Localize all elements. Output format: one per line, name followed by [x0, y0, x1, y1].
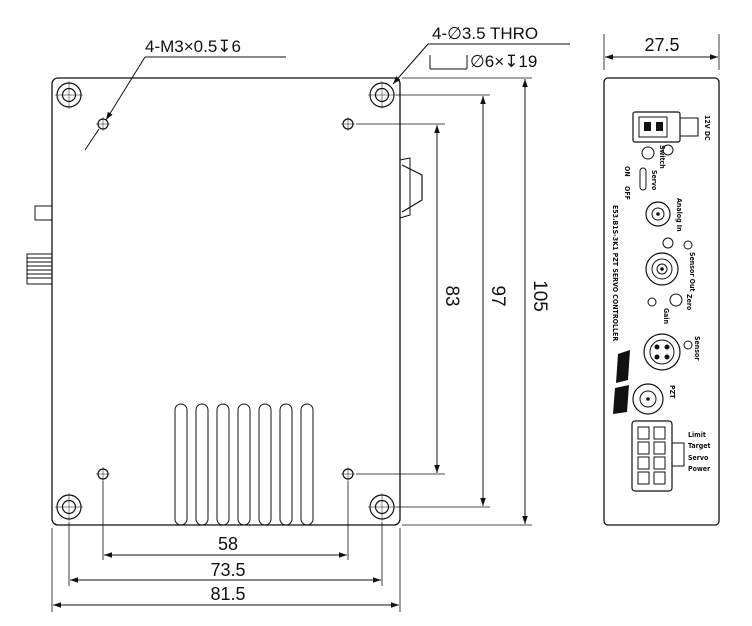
- label-analog-in: Analog In: [675, 198, 683, 232]
- label-limit: Limit: [688, 431, 706, 439]
- status-pin-header-icon: [631, 420, 685, 492]
- through-hole-top-left: [55, 81, 83, 109]
- tapped-hole-bottom-right: [341, 467, 355, 481]
- label-zero: Zero: [685, 294, 693, 311]
- sensor-out-connector-icon: [645, 252, 679, 286]
- callout-tapped-holes: 4-M3×0.5↧6: [84, 37, 286, 151]
- side-switch-tab: [399, 157, 423, 219]
- led-dot: [662, 144, 674, 156]
- label-servo-led: Servo: [688, 454, 709, 462]
- sensor-led-dot-2: [683, 240, 693, 250]
- dimension-height-83: 83: [441, 285, 462, 306]
- label-sensor-out: Sensor Out: [688, 252, 696, 292]
- switch-indicator: [641, 146, 655, 160]
- zero-trim-pot: [669, 293, 683, 307]
- label-sensor: Sensor: [693, 336, 701, 361]
- label-switch: Switch: [658, 145, 666, 169]
- dimension-lines-horizontal: 58 73.5 81.5: [51, 481, 401, 612]
- label-gain: Gain: [662, 308, 670, 324]
- pzt-connector-icon: [632, 383, 664, 415]
- dimension-height-105: 105: [529, 280, 550, 312]
- callout-through-holes: 4-∅3.5 THRO ∅6×↧19: [392, 24, 570, 85]
- sensor-led-indicator: [683, 340, 693, 350]
- dimension-width-81-5: 81.5: [210, 584, 245, 604]
- heatsink-fins: [174, 403, 314, 526]
- sensor-led-dot: [662, 237, 674, 249]
- label-off: OFF: [623, 186, 631, 200]
- sma-connector-icon: [26, 253, 53, 285]
- sensor-circular-connector-icon: [643, 333, 681, 371]
- servo-toggle-switch: [639, 167, 647, 191]
- brand-logo-mark: [613, 350, 630, 414]
- dimension-width-73-5: 73.5: [210, 560, 245, 580]
- callout-through-holes-text: 4-∅3.5 THRO: [432, 24, 538, 43]
- side-view: 27.5 12V DC Switch Servo ON OFF E53.B1S-…: [603, 34, 720, 526]
- controller-body-outline: [51, 77, 401, 526]
- label-power: Power: [688, 465, 711, 473]
- dc-power-connector-icon: [632, 111, 699, 143]
- dimension-height-97: 97: [487, 285, 508, 306]
- side-panel-outline: [603, 77, 720, 526]
- analog-in-connector-icon: [645, 201, 671, 227]
- label-pzt: PZT: [668, 385, 676, 399]
- label-servo-switch: Servo: [650, 170, 658, 191]
- through-hole-bottom-left: [55, 493, 83, 521]
- through-hole-bottom-right: [368, 493, 396, 521]
- label-on: ON: [623, 166, 631, 177]
- tapped-hole-top-right: [341, 117, 355, 131]
- callout-counterbore-text: ∅6×↧19: [470, 52, 537, 71]
- label-target: Target: [688, 442, 711, 450]
- tapped-hole-bottom-left: [96, 467, 110, 481]
- tapped-hole-top-left: [96, 117, 110, 131]
- side-connector-stub: [34, 205, 53, 221]
- callout-tapped-holes-text: 4-M3×0.5↧6: [145, 37, 241, 56]
- dimension-thickness-27-5: 27.5: [644, 35, 679, 55]
- dimension-width-58: 58: [218, 534, 238, 554]
- through-hole-top-right: [368, 81, 396, 109]
- model-name-text: E53.B1S-3K1 PZT SERVO CONTROLLER: [611, 205, 619, 341]
- zero-indicator: [647, 297, 657, 307]
- label-12v-dc: 12V DC: [703, 115, 711, 141]
- dimension-lines-vertical: 83 97 105: [356, 77, 550, 526]
- front-view: [26, 77, 423, 526]
